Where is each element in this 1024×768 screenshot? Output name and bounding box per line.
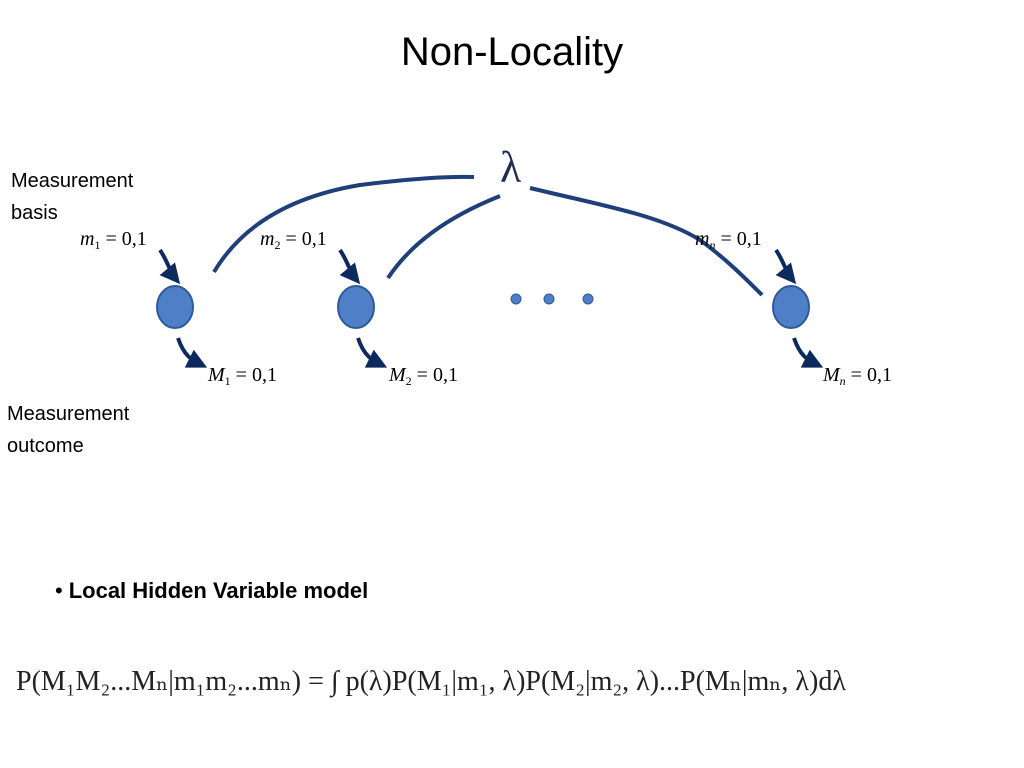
output-sub-2: 2 xyxy=(405,374,412,388)
input-value-n: = 0,1 xyxy=(720,228,762,250)
ellipsis-dot-1 xyxy=(510,293,522,305)
slide-title: Non-Locality xyxy=(400,30,624,74)
hidden-variable-lambda: λ xyxy=(500,143,522,192)
party-node-1 xyxy=(156,285,194,329)
output-value-n: = 0,1 xyxy=(850,364,892,386)
bullet-item: •Local Hidden Variable model xyxy=(55,578,368,604)
input-var-2: m xyxy=(260,228,275,250)
output-arrow-1 xyxy=(176,337,208,368)
input-label-1: m1 = 0,1 xyxy=(80,228,147,253)
party-node-2 xyxy=(337,285,375,329)
input-var-1: m xyxy=(80,228,95,250)
lambda-curve-2 xyxy=(386,194,501,280)
outcome-label-line1: Measurement xyxy=(7,403,130,425)
lambda-curve-1 xyxy=(212,174,475,274)
ellipsis-dot-2 xyxy=(543,293,555,305)
input-label-n: mn = 0,1 xyxy=(695,228,762,253)
basis-label-line2: basis xyxy=(11,202,58,224)
input-arrow-2 xyxy=(338,248,361,285)
output-label-1: M1 = 0,1 xyxy=(208,364,277,389)
input-value-1: = 0,1 xyxy=(105,228,147,250)
output-var-1: M xyxy=(208,364,225,386)
lhv-formula: P(M₁M₂...Mₙ|m₁m₂...mₙ) = ∫ p(λ)P(M₁|m₁, … xyxy=(16,666,846,697)
bullet-dot-icon: • xyxy=(55,578,63,603)
input-sub-n: n xyxy=(709,238,716,252)
input-arrow-1 xyxy=(158,248,181,285)
output-arrow-n xyxy=(792,337,824,368)
output-label-n: Mn = 0,1 xyxy=(823,364,892,389)
output-value-2: = 0,1 xyxy=(416,364,458,386)
input-sub-1: 1 xyxy=(94,238,101,252)
output-var-n: M xyxy=(823,364,840,386)
measurement-outcome-label: Measurement outcome xyxy=(7,398,129,462)
input-label-2: m2 = 0,1 xyxy=(260,228,327,253)
input-arrow-n xyxy=(774,248,797,285)
output-label-2: M2 = 0,1 xyxy=(389,364,458,389)
input-value-2: = 0,1 xyxy=(285,228,327,250)
input-var-n: m xyxy=(695,228,710,250)
output-sub-n: n xyxy=(839,374,846,388)
ellipsis-dot-3 xyxy=(582,293,594,305)
output-value-1: = 0,1 xyxy=(235,364,277,386)
basis-label-line1: Measurement xyxy=(11,170,134,192)
bullet-text: Local Hidden Variable model xyxy=(68,578,369,603)
lambda-curve-n xyxy=(529,186,764,297)
output-sub-1: 1 xyxy=(224,374,231,388)
outcome-label-line2: outcome xyxy=(7,435,84,457)
output-arrow-2 xyxy=(356,337,388,368)
output-var-2: M xyxy=(389,364,406,386)
measurement-basis-label: Measurement basis xyxy=(11,165,133,229)
party-node-n xyxy=(772,285,810,329)
input-sub-2: 2 xyxy=(274,238,281,252)
